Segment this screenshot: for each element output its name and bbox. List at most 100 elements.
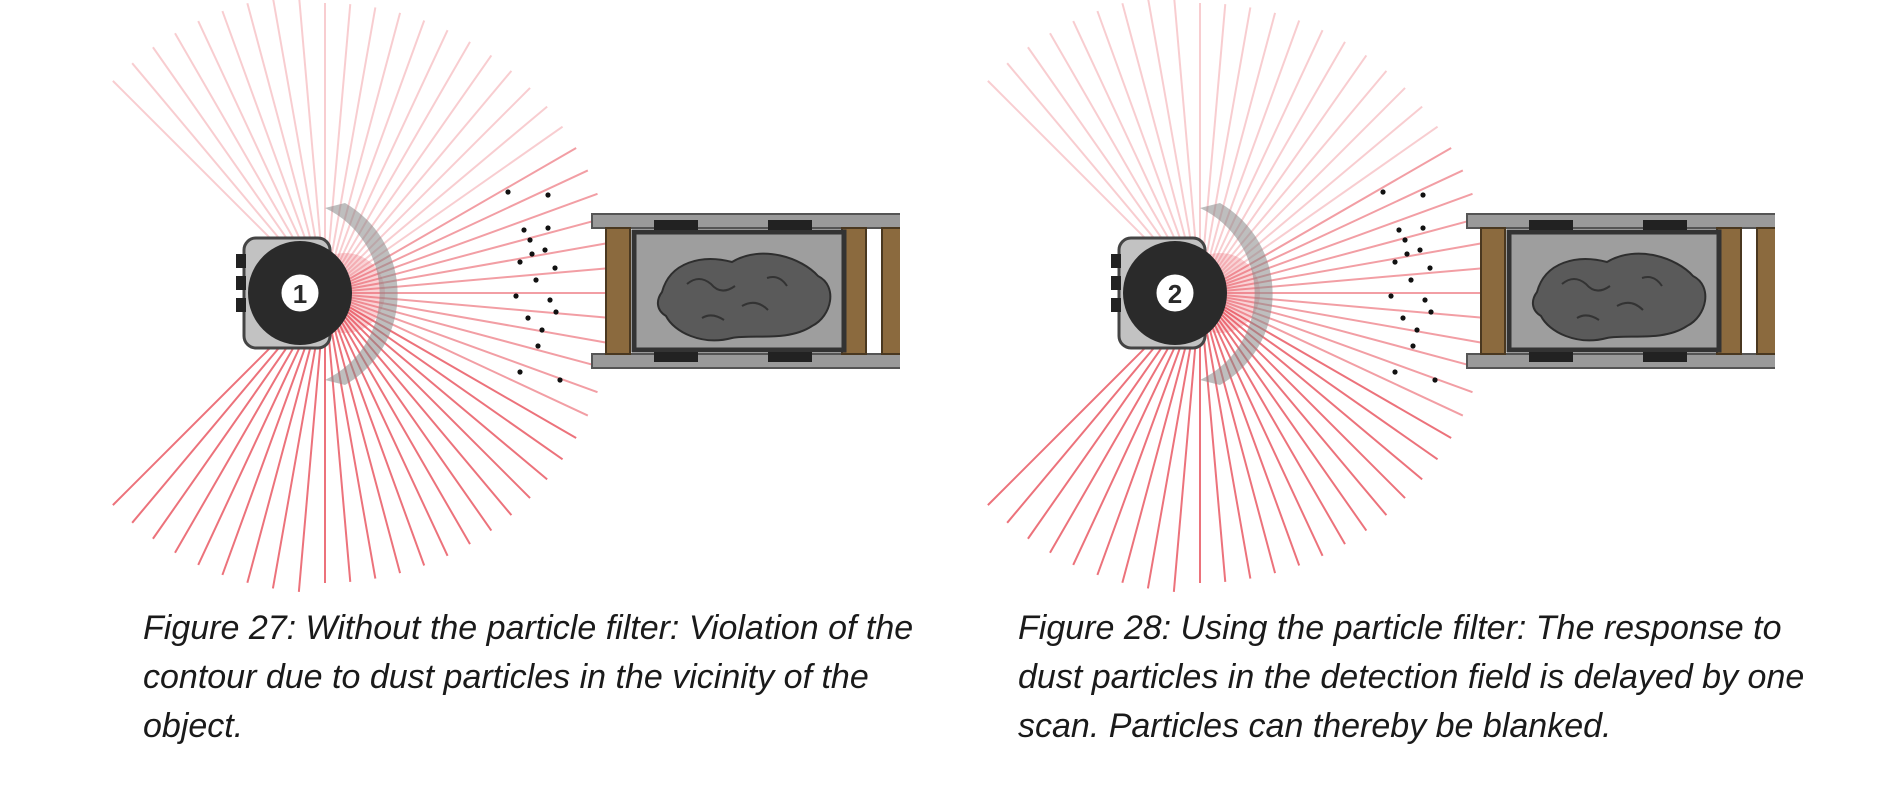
dust-particle bbox=[1396, 227, 1402, 233]
figure-caption: Figure 28: Using the particle filter: Th… bbox=[1018, 609, 1805, 745]
laser-beam-ray bbox=[324, 292, 614, 320]
laser-beam-ray bbox=[324, 105, 548, 294]
laser-beam-ray bbox=[324, 292, 598, 394]
dust-particles bbox=[505, 189, 563, 383]
dust-particle bbox=[529, 251, 535, 257]
dust-particle bbox=[535, 343, 541, 349]
laser-scanner-illustration: 2 bbox=[987, 0, 1775, 592]
laser-beam-ray bbox=[324, 241, 611, 294]
dust-particle bbox=[517, 369, 523, 375]
dust-particle bbox=[1400, 315, 1406, 321]
laser-beam-ray bbox=[1199, 54, 1368, 294]
rail-sleeper bbox=[881, 227, 900, 355]
dust-particle bbox=[517, 259, 523, 265]
dust-particle bbox=[525, 315, 531, 321]
laser-beam-ray bbox=[1199, 125, 1439, 294]
scanner-number-marker: 1 bbox=[293, 279, 307, 309]
rail-sleeper bbox=[1756, 227, 1775, 355]
laser-beam-ray bbox=[324, 292, 531, 499]
laser-beam-ray bbox=[324, 292, 402, 574]
dust-particles bbox=[1380, 189, 1438, 383]
laser-scanner-illustration: 1 bbox=[112, 0, 900, 592]
laser-beam-ray bbox=[1199, 147, 1452, 294]
laser-scanner-sensor: 1 bbox=[236, 203, 398, 385]
dust-particle bbox=[527, 237, 533, 243]
dust-particle bbox=[1427, 265, 1433, 271]
laser-beam-ray bbox=[324, 292, 611, 345]
laser-beam-ray bbox=[1199, 7, 1252, 294]
dust-particle bbox=[513, 293, 519, 299]
dust-particle bbox=[539, 327, 545, 333]
laser-beam-ray bbox=[324, 12, 402, 294]
laser-beam-ray bbox=[324, 29, 449, 294]
laser-beam-ray bbox=[324, 292, 449, 557]
laser-beam-ray bbox=[324, 292, 564, 461]
laser-beam-ray bbox=[324, 125, 564, 294]
laser-beam-ray bbox=[1199, 192, 1473, 294]
rail-wagon bbox=[591, 213, 900, 369]
dust-particle bbox=[547, 297, 553, 303]
dust-particle bbox=[1420, 225, 1426, 231]
laser-beam-ray bbox=[324, 292, 548, 481]
laser-beam-ray bbox=[1199, 216, 1481, 294]
laser-beam-ray bbox=[1199, 266, 1489, 294]
laser-beam-ray bbox=[1199, 29, 1324, 294]
laser-beam-ray bbox=[1199, 292, 1439, 461]
laser-beam-ray bbox=[324, 292, 606, 370]
laser-beam-ray bbox=[1199, 292, 1277, 574]
rail-sleeper bbox=[1480, 227, 1506, 355]
laser-beam-ray bbox=[1199, 292, 1481, 370]
laser-beam-ray bbox=[324, 266, 614, 294]
laser-beam-ray bbox=[1199, 292, 1301, 566]
laser-beam-ray bbox=[1199, 20, 1301, 294]
dust-particle bbox=[545, 192, 551, 198]
dust-particle bbox=[1432, 377, 1438, 383]
laser-beam-ray bbox=[324, 169, 589, 294]
figure-27: 1 Figure 27: Without the particle filter… bbox=[0, 0, 913, 805]
laser-beam-ray bbox=[324, 70, 513, 294]
dust-particle bbox=[505, 189, 511, 195]
laser-beam-ray bbox=[1199, 292, 1388, 516]
dust-particle bbox=[1388, 293, 1394, 299]
laser-beam-ray bbox=[324, 292, 513, 516]
dust-particle bbox=[1408, 277, 1414, 283]
laser-beam-ray bbox=[324, 147, 577, 294]
laser-scanner-sensor: 2 bbox=[1111, 203, 1273, 385]
laser-beam-ray bbox=[324, 292, 589, 417]
laser-beam-ray bbox=[324, 292, 377, 579]
laser-beam-ray bbox=[324, 292, 493, 532]
dust-particle bbox=[552, 265, 558, 271]
dust-particle bbox=[1428, 309, 1434, 315]
rail-wagon bbox=[1466, 213, 1775, 369]
laser-beam-ray bbox=[1199, 292, 1346, 545]
dust-particle bbox=[557, 377, 563, 383]
laser-beam-ray bbox=[324, 41, 471, 294]
laser-beam-ray bbox=[1199, 241, 1486, 294]
laser-beam-ray bbox=[1199, 292, 1464, 417]
dust-particle bbox=[1404, 251, 1410, 257]
laser-beam-ray bbox=[324, 292, 577, 439]
scanner-number-marker: 2 bbox=[1168, 279, 1182, 309]
laser-beam-ray bbox=[1199, 292, 1473, 394]
laser-beam-ray bbox=[1199, 169, 1464, 294]
dust-particle bbox=[542, 247, 548, 253]
laser-beam-ray bbox=[1199, 70, 1388, 294]
dust-particle bbox=[1422, 297, 1428, 303]
laser-beam-ray bbox=[324, 20, 426, 294]
laser-beam-ray bbox=[324, 292, 471, 545]
dust-particle bbox=[533, 277, 539, 283]
dust-particle bbox=[521, 227, 527, 233]
laser-beam-ray bbox=[1199, 292, 1452, 439]
laser-beam-fan bbox=[112, 0, 615, 592]
dust-particle bbox=[1402, 237, 1408, 243]
dust-particle bbox=[545, 225, 551, 231]
laser-beam-ray bbox=[1199, 292, 1489, 320]
rail-sleeper bbox=[605, 227, 631, 355]
laser-beam-ray bbox=[324, 192, 598, 294]
dust-particle bbox=[1392, 259, 1398, 265]
laser-beam-fan bbox=[987, 0, 1490, 592]
laser-beam-ray bbox=[324, 216, 606, 294]
laser-beam-ray bbox=[1199, 292, 1423, 481]
laser-beam-ray bbox=[324, 292, 426, 566]
figure-28: 2 Figure 28: Using the particle filter: … bbox=[875, 0, 1804, 805]
